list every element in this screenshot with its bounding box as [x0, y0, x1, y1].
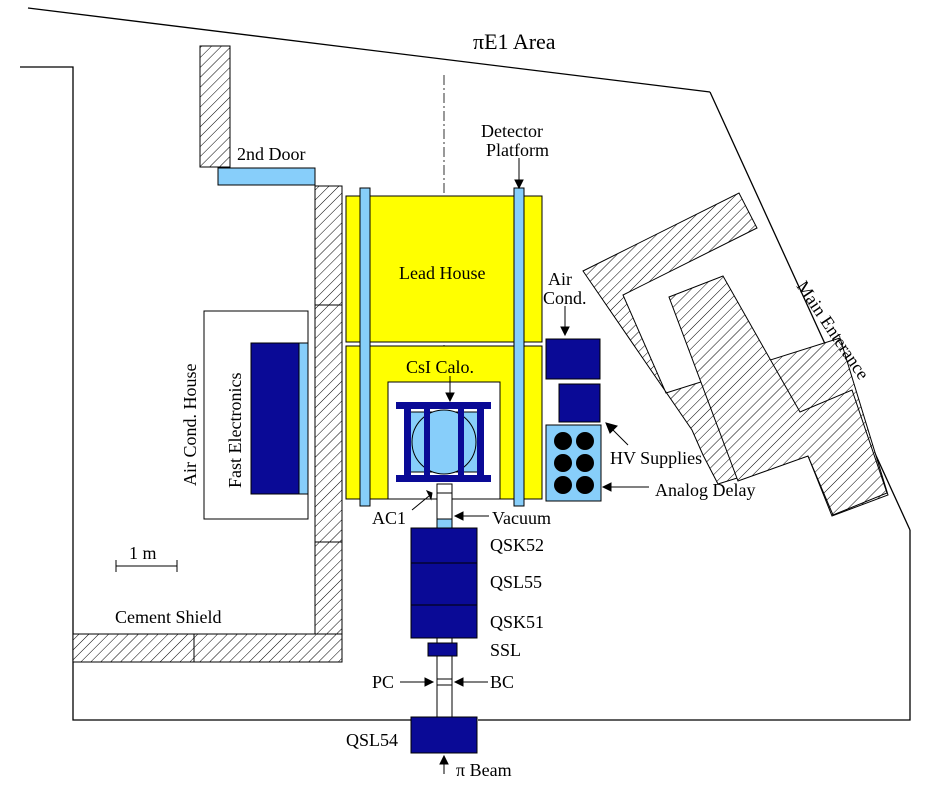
- platform-rail-right: [513, 187, 525, 507]
- pc-label: PC: [372, 672, 394, 692]
- qsk51-magnet: [410, 604, 478, 639]
- shield-wall-vertical: [314, 185, 343, 663]
- door-pillar: [199, 45, 231, 168]
- beam-line: [410, 483, 478, 754]
- fast-electronics-rack: [250, 342, 300, 495]
- air-cond-label-2: Cond.: [543, 288, 587, 308]
- air-cond-house-label: Air Cond. House: [180, 363, 200, 486]
- ssl-magnet: [427, 642, 458, 657]
- csi-calo-label: CsI Calo.: [406, 357, 474, 377]
- detector-platform-label-1: Detector: [481, 121, 543, 141]
- title: πE1 Area: [473, 29, 556, 54]
- air-cond-label-1: Air: [548, 269, 572, 289]
- second-door-label: 2nd Door: [237, 144, 306, 164]
- qsl55-label: QSL55: [490, 572, 542, 592]
- beam-pipe-lower: [436, 655, 453, 718]
- pi-beam-label: π Beam: [456, 760, 512, 780]
- scale-bar: [115, 560, 178, 572]
- ssl-label: SSL: [490, 640, 521, 660]
- hv-supplies-label: HV Supplies: [610, 448, 702, 468]
- qsl54-magnet: [410, 716, 478, 754]
- lead-house-label: Lead House: [399, 263, 485, 283]
- csi-calorimeter: [396, 402, 491, 482]
- cement-shield-label: Cement Shield: [115, 607, 222, 627]
- qsl55-magnet: [410, 562, 478, 606]
- cement-shield-wall: [72, 633, 343, 663]
- lead-house: [345, 195, 543, 343]
- concrete-walls: [72, 45, 889, 663]
- vacuum-label: Vacuum: [492, 508, 551, 528]
- air-cond-unit: [545, 338, 601, 380]
- ac1-counter: [436, 483, 453, 494]
- qsk52-magnet: [410, 527, 478, 564]
- analog-delay: [545, 424, 602, 502]
- hv-supplies: [558, 383, 601, 423]
- entrance-wall-inner: [668, 275, 888, 516]
- qsk51-label: QSK51: [490, 612, 544, 632]
- ac1-label: AC1: [372, 508, 406, 528]
- analog-delay-label: Analog Delay: [655, 480, 755, 500]
- beam-pipe-mid: [436, 637, 453, 644]
- bc-label: BC: [490, 672, 514, 692]
- qsl54-label: QSL54: [346, 730, 398, 750]
- qsk52-label: QSK52: [490, 535, 544, 555]
- arrows: [400, 158, 649, 774]
- detector-platform-label-2: Platform: [486, 140, 549, 160]
- fast-electronics-strip: [298, 342, 309, 495]
- vacuum-window: [436, 518, 453, 529]
- fast-electronics-label: Fast Electronics: [225, 373, 245, 488]
- second-door: [217, 167, 316, 186]
- platform-rail-left: [359, 187, 371, 507]
- scale-bar-label: 1 m: [129, 543, 157, 563]
